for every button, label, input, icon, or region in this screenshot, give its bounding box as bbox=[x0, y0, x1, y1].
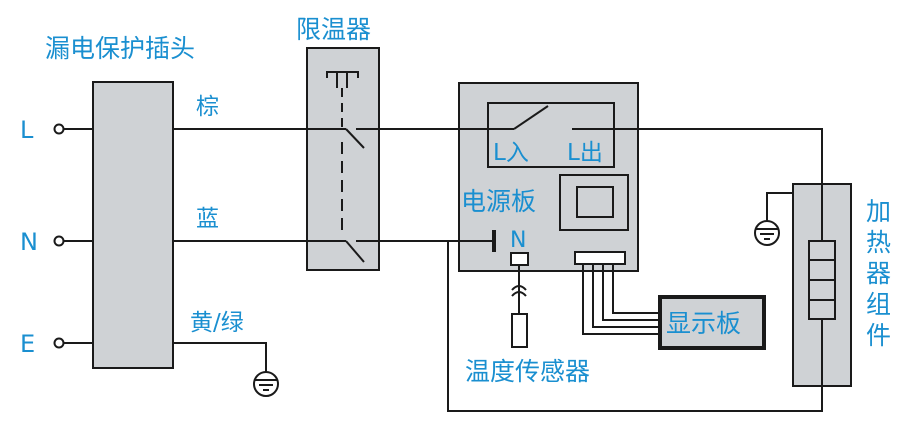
limiter-switch-contact-icon bbox=[322, 71, 379, 263]
relay-l-out-label: L出 bbox=[567, 140, 603, 166]
terminal-n-label: N bbox=[20, 228, 38, 256]
relay-l-in-label: L入 bbox=[493, 140, 529, 166]
earth-wire bbox=[173, 342, 267, 373]
terminal-l-circle-icon bbox=[53, 123, 65, 135]
line-n-to-heater bbox=[447, 241, 823, 412]
display-ribbon-cable bbox=[582, 264, 660, 335]
terminal-e-circle-icon bbox=[53, 337, 65, 349]
temp-sensor-label: 温度传感器 bbox=[465, 357, 590, 386]
relay-switch-contact-icon bbox=[513, 105, 614, 130]
power-board-module-inner bbox=[576, 186, 614, 218]
sensor-connector bbox=[510, 252, 529, 266]
heater-label-char-1: 加 bbox=[866, 197, 891, 226]
leakage-plug-box bbox=[92, 81, 174, 369]
wire-brown-label: 棕 bbox=[196, 94, 219, 120]
ground-symbol-icon bbox=[253, 371, 279, 397]
plug-title: 漏电保护插头 bbox=[45, 34, 195, 63]
relay-box bbox=[487, 102, 615, 168]
terminal-n-circle-icon bbox=[53, 235, 65, 247]
display-connector bbox=[574, 251, 626, 265]
temp-sensor-probe bbox=[511, 265, 528, 348]
wire-blue-label: 蓝 bbox=[196, 206, 219, 232]
display-board-box bbox=[658, 295, 766, 350]
heating-element-icon bbox=[808, 184, 836, 386]
heater-earth-wire bbox=[766, 192, 793, 222]
terminal-l-label: L bbox=[20, 116, 34, 144]
limiter-title: 限温器 bbox=[296, 15, 371, 44]
terminal-e-label: E bbox=[20, 330, 35, 358]
display-board-label: 显示板 bbox=[666, 309, 741, 338]
heater-label-char-4: 组 bbox=[866, 290, 891, 319]
heater-label-char-2: 热 bbox=[866, 228, 891, 257]
heater-ground-symbol-icon bbox=[754, 220, 780, 246]
heater-label-char-3: 器 bbox=[866, 259, 891, 288]
line-l-out-to-heater bbox=[614, 128, 823, 184]
power-n-label: N bbox=[510, 228, 526, 253]
power-board-label: 电源板 bbox=[461, 187, 536, 216]
temp-limiter-box bbox=[306, 47, 380, 271]
heater-label-char-5: 件 bbox=[866, 321, 891, 350]
power-board-module-outer bbox=[559, 174, 629, 231]
wire-yellow-green-label: 黄/绿 bbox=[190, 310, 244, 336]
power-board-box bbox=[458, 82, 639, 272]
